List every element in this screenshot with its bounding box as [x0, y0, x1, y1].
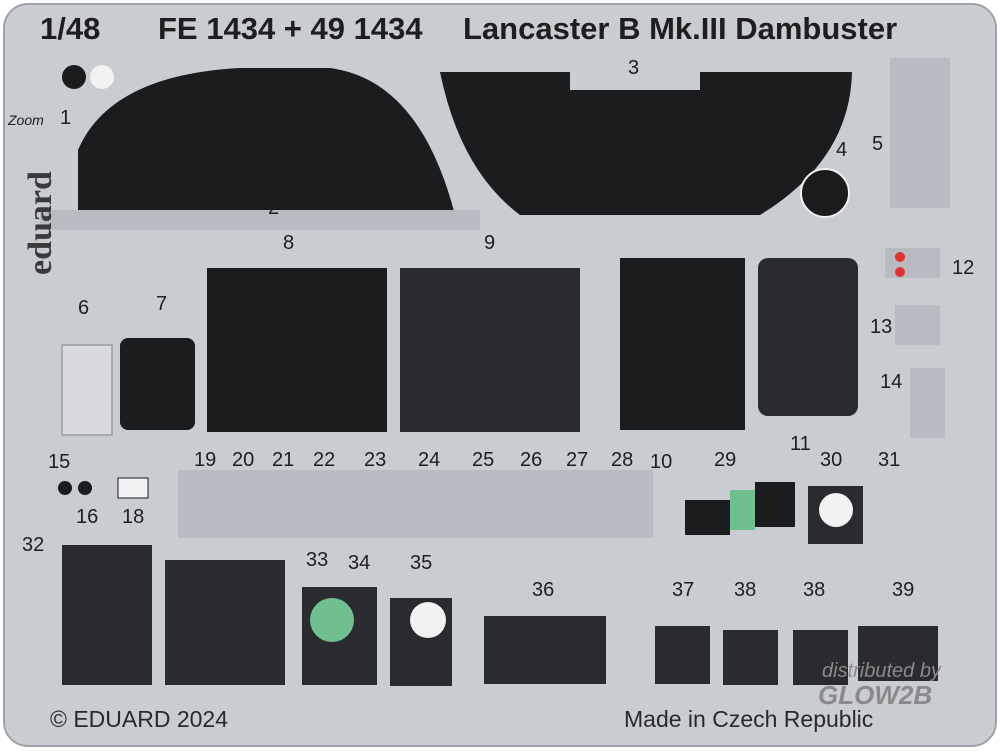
part-number: 25: [472, 449, 495, 471]
part-number: 28: [611, 449, 634, 471]
part-number: 5: [872, 133, 884, 155]
part-number: 4: [836, 139, 848, 161]
panel-29-band: [730, 490, 755, 530]
part-number: 7: [156, 293, 168, 315]
part-number: 3: [628, 57, 640, 79]
strip-set-13: [895, 305, 940, 345]
panel-8: [207, 268, 387, 432]
part-number: 13: [870, 316, 893, 338]
strip-set-12: [885, 248, 940, 278]
red-knob-12a: [895, 252, 905, 262]
part-number: 22: [313, 449, 336, 471]
part-number: 38: [803, 579, 826, 601]
panel-6: [61, 344, 113, 436]
panel-7: [120, 338, 195, 430]
distributor-logo: GLOW2B: [818, 680, 933, 710]
panel-39: [858, 626, 938, 681]
part-number: 12: [952, 257, 975, 279]
pilot-panel-right: [440, 72, 852, 215]
part-number: 2: [268, 197, 280, 219]
dial-35: [410, 602, 446, 638]
part-number: 35: [410, 552, 433, 574]
part-number: 24: [418, 449, 441, 471]
part-number: 34: [348, 552, 371, 574]
part-number: 21: [272, 449, 295, 471]
distributor-line1: distributed by: [822, 660, 941, 682]
main-instrument-panel: [40, 68, 480, 230]
product-code: FE 1434 + 49 1434: [158, 11, 423, 46]
panel-29-block: [755, 482, 795, 527]
panel-18: [117, 477, 149, 499]
screen-30: [819, 493, 853, 527]
dial-4: [800, 168, 850, 218]
strip-set-5: [890, 58, 950, 208]
logo-dot-white: [90, 65, 114, 89]
part-number: 23: [364, 449, 387, 471]
scale-label: 1/48: [40, 11, 101, 46]
part-number: 37: [672, 579, 695, 601]
part-number: 14: [880, 371, 903, 393]
part-number: 1: [60, 107, 72, 129]
brand-logo: eduard: [22, 171, 59, 275]
panel-37: [655, 626, 710, 684]
panel-10: [620, 258, 745, 430]
part-number: 18: [122, 506, 145, 528]
panel-38b: [793, 630, 848, 685]
part-number: 10: [650, 451, 673, 473]
part-number: 32: [22, 534, 45, 556]
panel-38a: [723, 630, 778, 685]
copyright: © EDUARD 2024: [50, 706, 229, 732]
panel-11: [758, 258, 858, 416]
part-number: 29: [714, 449, 737, 471]
panel-32: [62, 545, 152, 685]
part-number: 16: [76, 506, 99, 528]
frame-row-19-31: [178, 470, 653, 538]
red-knob-12b: [895, 267, 905, 277]
part-number: 30: [820, 449, 843, 471]
panel-29: [685, 500, 730, 535]
part-number: 9: [484, 232, 496, 254]
part-number: 19: [194, 449, 217, 471]
part-number: 11: [790, 433, 811, 455]
part-number: 26: [520, 449, 543, 471]
product-title: Lancaster B Mk.III Dambuster: [463, 11, 898, 46]
hole-15: [58, 481, 72, 495]
part-number: 27: [566, 449, 589, 471]
logo-dot-black: [62, 65, 86, 89]
part-number: 8: [283, 232, 295, 254]
hole-16: [78, 481, 92, 495]
panel-32b: [165, 560, 285, 685]
part-number: 33: [306, 549, 329, 571]
origin-text: Made in Czech Republic: [624, 706, 874, 732]
panel-9: [400, 268, 580, 432]
part-number: 6: [78, 297, 90, 319]
strip-set-14: [910, 368, 945, 438]
scope-34: [310, 598, 354, 642]
part-number: 31: [878, 449, 901, 471]
zoom-logo: Zoom: [8, 112, 44, 128]
part-number: 38: [734, 579, 757, 601]
panel-36: [484, 616, 606, 684]
part-number: 20: [232, 449, 255, 471]
part-number: 15: [48, 451, 71, 473]
part-number: 36: [532, 579, 555, 601]
part-number: 39: [892, 579, 915, 601]
